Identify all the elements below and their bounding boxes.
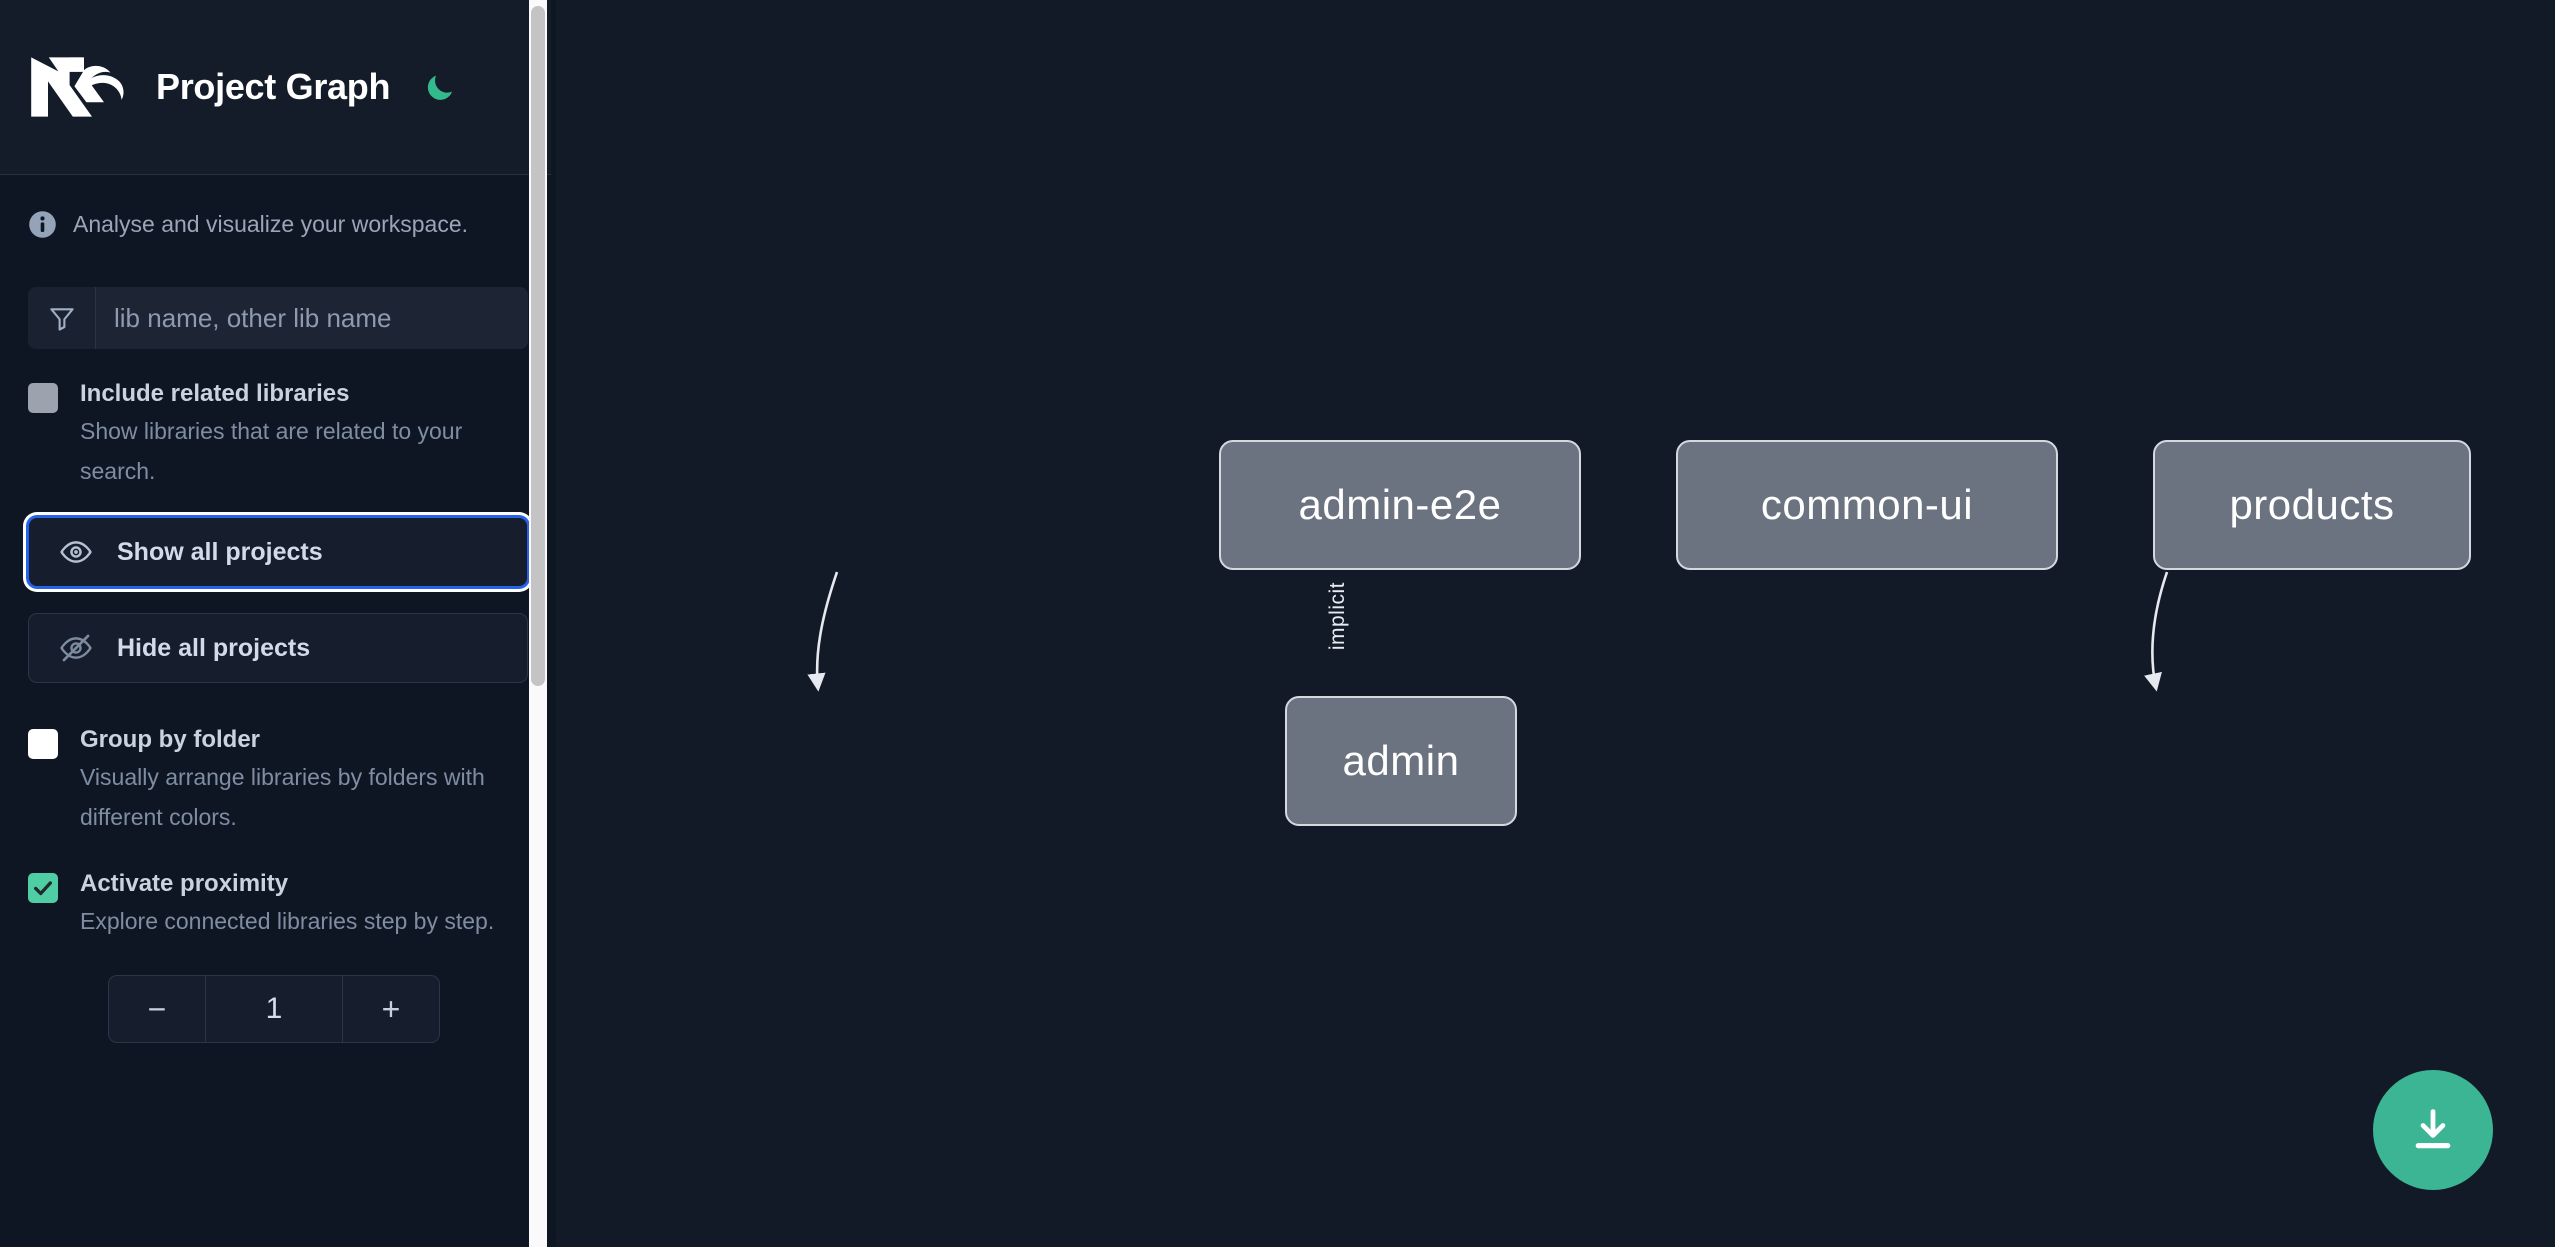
filter-bar[interactable] (28, 287, 528, 349)
checkbox-activate-proximity[interactable] (28, 873, 58, 903)
funnel-icon (28, 287, 96, 349)
option-group-by-folder[interactable]: Group by folder Visually arrange librari… (28, 725, 528, 837)
option-title: Include related libraries (80, 380, 350, 407)
proximity-increment-button[interactable]: + (342, 976, 439, 1042)
checkbox-include-related-libraries[interactable] (28, 383, 58, 413)
sidebar: Project Graph Analyse and visualize your… (0, 0, 556, 1247)
sidebar-edge (551, 0, 556, 1247)
option-description: Show libraries that are related to your … (80, 418, 463, 484)
check-icon (34, 881, 52, 896)
hide-all-projects-label: Hide all projects (117, 633, 311, 662)
nx-logo (31, 57, 124, 117)
sidebar-body: Analyse and visualize your workspace. (0, 175, 556, 1043)
option-description: Explore connected libraries step by step… (80, 908, 495, 934)
graph-node-admin-e2e[interactable]: admin-e2e (1219, 440, 1581, 570)
moon-glyph (428, 75, 453, 100)
sidebar-scrollbar[interactable] (529, 0, 547, 1247)
show-all-projects-label: Show all projects (117, 537, 323, 566)
edge-admin-e2e-admin (807, 571, 839, 692)
proximity-stepper[interactable]: − 1 + (108, 975, 440, 1043)
download-icon (2415, 1109, 2451, 1149)
eye-icon (60, 541, 92, 563)
option-title: Activate proximity (80, 870, 289, 897)
hide-all-projects-button[interactable]: Hide all projects (28, 613, 528, 683)
proximity-value: 1 (265, 992, 283, 1025)
eye-off-icon (60, 634, 92, 662)
page-title: Project Graph (156, 66, 391, 107)
graph-node-products[interactable]: products (2153, 440, 2471, 570)
show-all-projects-button[interactable]: Show all projects (28, 517, 528, 587)
info-icon (29, 210, 56, 238)
edge-store-e2e-store (2144, 571, 2169, 692)
sidebar-header: Project Graph (0, 0, 556, 175)
graph-edges (807, 571, 2169, 692)
graph-node-admin[interactable]: admin (1285, 696, 1517, 826)
graph-node-common-ui[interactable]: common-ui (1676, 440, 2058, 570)
workspace-info-text: Analyse and visualize your workspace. (73, 210, 469, 237)
workspace-info: Analyse and visualize your workspace. (28, 175, 528, 273)
download-graph-button[interactable] (2373, 1070, 2493, 1190)
edge-label-admin-implicit: implicit (1326, 582, 1349, 651)
graph-canvas[interactable]: implicit implicit admin-e2e common-ui pr… (556, 0, 2555, 1247)
option-description: Visually arrange libraries by folders wi… (80, 764, 485, 830)
sidebar-scrollbar-thumb[interactable] (531, 6, 545, 686)
search-input[interactable] (96, 287, 528, 349)
funnel-glyph (49, 308, 74, 331)
option-activate-proximity[interactable]: Activate proximity Explore connected lib… (28, 869, 528, 941)
option-title: Group by folder (80, 726, 260, 753)
proximity-decrement-button[interactable]: − (109, 976, 206, 1042)
moon-icon[interactable] (420, 67, 460, 107)
option-include-related-libraries[interactable]: Include related libraries Show libraries… (28, 379, 528, 491)
checkbox-group-by-folder[interactable] (28, 729, 58, 759)
